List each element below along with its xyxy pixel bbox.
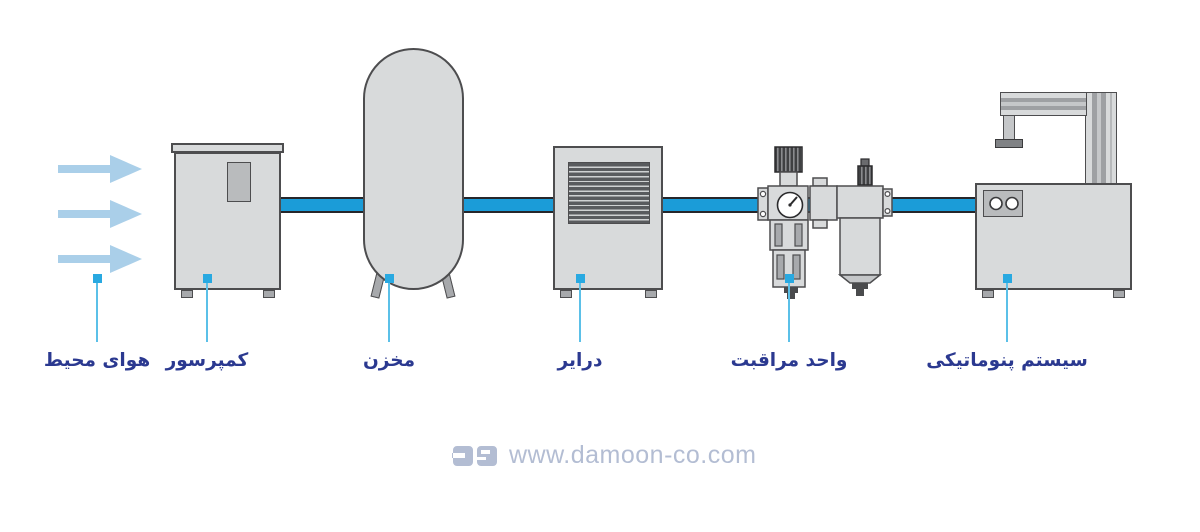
dryer-foot xyxy=(645,290,657,298)
callout-marker-ambient-air xyxy=(93,274,102,283)
label-pneumatic-system: سیستم پنوماتیکی xyxy=(926,350,1088,371)
callout-marker-dryer xyxy=(576,274,585,283)
air-flow-arrow xyxy=(58,200,142,228)
leader-line-compressor xyxy=(206,283,208,342)
compressor-foot xyxy=(181,290,193,298)
label-tank: مخزن xyxy=(362,350,416,371)
footer-website-url: www.damoon-co.com xyxy=(509,441,757,469)
tank-body xyxy=(363,48,464,290)
actuator-rod xyxy=(1003,115,1015,140)
leader-line-tank xyxy=(388,283,390,342)
label-compressor: کمپرسور xyxy=(165,350,249,371)
machine-foot xyxy=(1113,290,1125,298)
compressor-panel xyxy=(227,162,251,202)
label-service-unit: واحد مراقبت xyxy=(730,350,848,371)
leader-line-dryer xyxy=(579,283,581,342)
callout-marker-pneumatic-system xyxy=(1003,274,1012,283)
gantry-arm xyxy=(1000,92,1087,116)
air-flow-arrow xyxy=(58,155,142,183)
machine-foot xyxy=(982,290,994,298)
label-dryer: درایر xyxy=(557,350,603,371)
gantry-column xyxy=(1085,92,1117,185)
leader-line-service-unit xyxy=(788,283,790,342)
leader-line-ambient-air xyxy=(96,283,98,342)
compressor-foot xyxy=(263,290,275,298)
service-unit-frl xyxy=(757,146,893,299)
footer-brand: www.damoon-co.com xyxy=(452,441,756,470)
callout-marker-service-unit xyxy=(785,274,794,283)
callout-marker-tank xyxy=(385,274,394,283)
control-panel-buttons xyxy=(989,196,1019,211)
label-ambient-air: هوای محیط xyxy=(43,350,151,371)
dryer-foot xyxy=(560,290,572,298)
actuator-press-pad xyxy=(995,139,1023,148)
air-flow-arrow xyxy=(58,245,142,273)
dryer-grille xyxy=(568,162,650,224)
leader-line-pneumatic-system xyxy=(1006,283,1008,342)
damoon-logo-icon xyxy=(452,445,497,466)
callout-marker-compressor xyxy=(203,274,212,283)
